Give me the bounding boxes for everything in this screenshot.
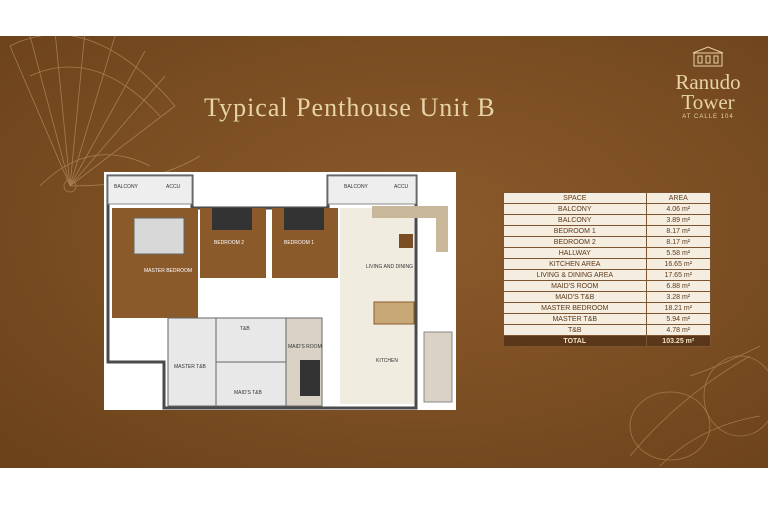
building-logo-icon <box>692 46 724 67</box>
space-cell: HALLWAY <box>503 247 647 259</box>
ranudo-tower-logo: Ranudo Tower AT CALLE 104 <box>656 45 760 120</box>
balcony-left-label: BALCONY <box>114 184 139 190</box>
logo-name-line1: Ranudo <box>675 70 741 94</box>
space-cell: MASTER BEDROOM <box>503 302 647 314</box>
space-column-header: SPACE <box>503 192 647 204</box>
master-tb-label: MASTER T&B <box>174 364 207 370</box>
area-cell: 5.94 m² <box>645 313 712 325</box>
accu-left-label: ACCU <box>166 184 181 190</box>
space-cell: BEDROOM 1 <box>503 225 647 237</box>
bedroom-1-label: BEDROOM 1 <box>284 240 314 246</box>
logo-tagline: AT CALLE 104 <box>682 114 734 120</box>
logo-name-line2: Tower <box>681 90 735 114</box>
space-cell: MAID'S T&B <box>503 291 647 303</box>
area-cell: 16.65 m² <box>645 258 712 270</box>
space-cell: BALCONY <box>503 203 647 215</box>
space-cell: BEDROOM 2 <box>503 236 647 248</box>
accu-right-label: ACCU <box>394 184 409 190</box>
tb-label: T&B <box>240 326 250 332</box>
space-cell: LIVING & DINING AREA <box>503 269 647 281</box>
space-cell: BALCONY <box>503 214 647 226</box>
area-cell: 4.78 m² <box>645 324 712 336</box>
balcony-right-label: BALCONY <box>344 184 369 190</box>
area-cell: 18.21 m² <box>645 302 712 314</box>
floor-plan: BALCONY ACCU BALCONY ACCU MASTER BEDROOM… <box>104 172 456 410</box>
page-title: Typical Penthouse Unit B <box>204 93 496 122</box>
area-cell: 17.65 m² <box>645 269 712 281</box>
area-cell: 8.17 m² <box>645 236 712 248</box>
area-cell: 5.58 m² <box>645 247 712 259</box>
area-column-header: AREA <box>645 192 712 204</box>
maids-room-label: MAID'S ROOM <box>288 344 322 350</box>
bedroom-2-label: BEDROOM 2 <box>214 240 244 246</box>
living-dining-label: LIVING AND DINING <box>366 264 413 270</box>
area-cell: 3.89 m² <box>645 214 712 226</box>
kitchen-label: KITCHEN <box>376 358 398 364</box>
space-cell: MASTER T&B <box>503 313 647 325</box>
space-cell: KITCHEN AREA <box>503 258 647 270</box>
leaf-illustration-icon <box>629 345 768 467</box>
space-cell: MAID'S ROOM <box>503 280 647 292</box>
maids-tb-label: MAID'S T&B <box>234 390 262 396</box>
master-bedroom-label: MASTER BEDROOM <box>144 268 192 274</box>
area-cell: 6.88 m² <box>645 280 712 292</box>
area-cell: 8.17 m² <box>645 225 712 237</box>
total-label: TOTAL <box>503 335 647 347</box>
area-cell: 3.28 m² <box>645 291 712 303</box>
table-header-row: SPACE AREA <box>503 192 712 204</box>
space-cell: T&B <box>503 324 647 336</box>
total-area: 103.25 m² <box>645 335 712 347</box>
area-cell: 4.06 m² <box>645 203 712 215</box>
